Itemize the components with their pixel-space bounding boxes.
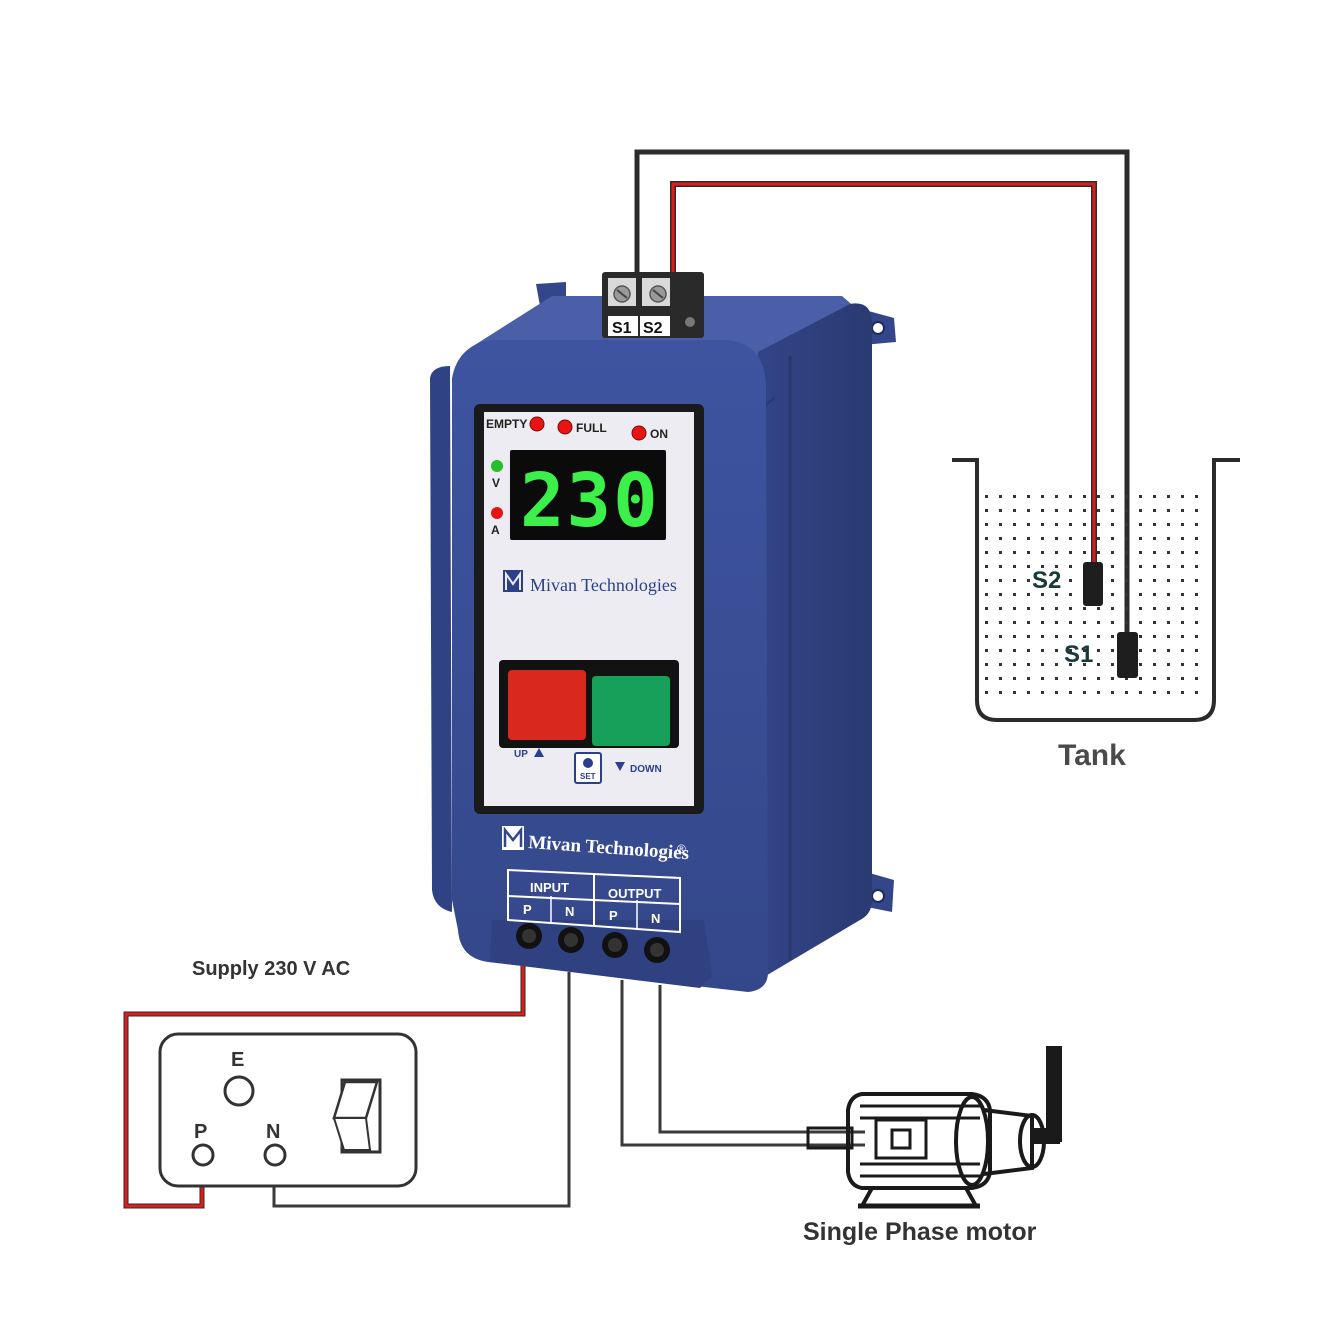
sensor-s2-probe (1083, 562, 1103, 606)
motor-label: Single Phase motor (803, 1218, 1037, 1246)
socket-p-label: P (194, 1121, 207, 1143)
terminal-s1-label: S1 (612, 320, 632, 337)
output-p-label: P (609, 908, 618, 923)
output-n-label: N (651, 911, 660, 926)
indicator-row: EMPTY FULL ON V A (486, 416, 668, 537)
controller-unit: S1 S2 EMPTY FULL ON V A 230 Miva (430, 272, 896, 992)
socket-phase-pin (191, 1143, 215, 1167)
input-label: INPUT (530, 880, 569, 895)
tank-outline (952, 458, 1240, 722)
socket-earth-pin (223, 1075, 255, 1107)
io-terminals: INPUT OUTPUT P N P N (507, 868, 681, 963)
set-label: SET (580, 772, 596, 781)
display-readout: 230 (520, 458, 660, 544)
top-terminal-block: S1 S2 (602, 272, 704, 338)
motor-icon (806, 1092, 1046, 1209)
input-n-label: N (565, 904, 574, 919)
sensor-s1-probe (1117, 632, 1138, 678)
inner-brand-text: Mivan Technologies (530, 575, 677, 595)
tank-s1-label: S1 (1064, 641, 1093, 668)
seven-segment-display: 230 (510, 450, 666, 544)
wire-s1-black (634, 149, 1130, 640)
wire-motor-neutral (658, 985, 865, 1134)
supply-label: Supply 230 V AC (192, 958, 350, 980)
output-label: OUTPUT (608, 886, 662, 901)
led-full (557, 419, 573, 435)
tank-label: Tank (1058, 739, 1126, 772)
registered-mark: ® (677, 842, 686, 856)
up-label: UP (514, 749, 528, 760)
enclosure-side (742, 303, 872, 990)
motor-shaft-icon (1030, 1046, 1062, 1144)
indicator-full-label: FULL (576, 421, 607, 435)
down-arrow-icon (615, 762, 625, 771)
tank-s2-label: S2 (1032, 567, 1061, 594)
socket-e-label: E (231, 1049, 244, 1071)
down-button[interactable] (592, 676, 670, 746)
indicator-a-label: A (491, 523, 500, 537)
indicator-on-label: ON (650, 427, 668, 441)
inner-brand: Mivan Technologies (503, 570, 677, 595)
motor-wires (620, 980, 865, 1147)
tank: S2 S1 Tank (952, 458, 1240, 772)
up-button[interactable] (508, 670, 586, 740)
led-empty (529, 416, 545, 432)
terminal-strip (490, 920, 712, 988)
gear-icon (583, 758, 593, 768)
up-arrow-icon (534, 748, 544, 757)
wall-socket: E P N (158, 1032, 418, 1188)
led-on (631, 425, 647, 441)
indicator-empty-label: EMPTY (486, 417, 527, 431)
led-voltage (491, 460, 503, 472)
led-current (491, 507, 503, 519)
socket-switch-icon (332, 1078, 382, 1154)
wire-motor-phase (620, 980, 865, 1147)
socket-n-label: N (266, 1121, 280, 1143)
down-label: DOWN (630, 764, 662, 775)
sensor-wires (634, 149, 1130, 640)
indicator-v-label: V (492, 476, 500, 490)
terminal-s2-label: S2 (643, 320, 663, 337)
socket-neutral-pin (263, 1143, 287, 1167)
button-bay: UP SET DOWN (499, 660, 679, 784)
input-p-label: P (523, 902, 532, 917)
